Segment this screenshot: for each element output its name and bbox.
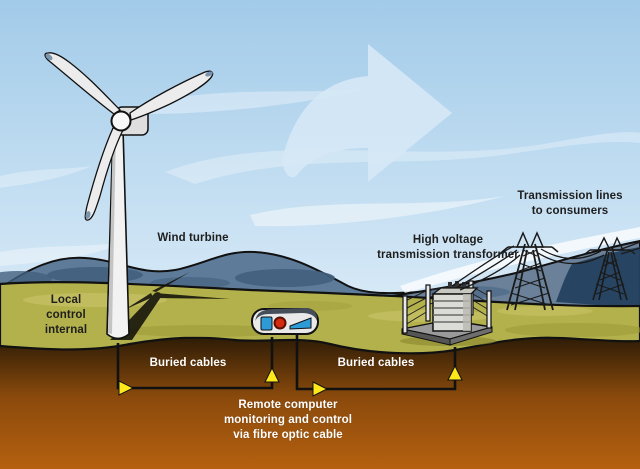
cable-arrow-up-2 — [447, 364, 463, 381]
cable-arrow-right-1 — [118, 380, 135, 396]
cable-arrow-up-1 — [264, 366, 280, 383]
wind-turbine-graphic — [44, 52, 214, 340]
label-transmission-lines: Transmission lines to consumers — [517, 190, 623, 217]
label-buried-cables-right: Buried cables — [337, 357, 415, 369]
label-buried-cables-left: Buried cables — [149, 357, 227, 369]
underground — [0, 337, 640, 469]
transmission-tower-1 — [501, 231, 559, 311]
cable-arrow-right-2 — [312, 381, 329, 397]
transmission-wires — [537, 241, 640, 265]
turbine-hub — [110, 110, 132, 132]
transformer-compound — [400, 280, 496, 346]
device-button — [273, 316, 287, 330]
turbine-blade-down — [84, 127, 124, 221]
label-remote-computer: Remote computer monitoring and control v… — [223, 399, 353, 441]
energy-flow-arrow — [282, 44, 452, 182]
buried-cable-left-run — [116, 337, 274, 390]
device-display — [260, 316, 273, 331]
power-lines-feed — [451, 245, 521, 291]
label-high-voltage-transformer: High voltage transmission transformer — [377, 234, 519, 261]
turbine-blade-upleft — [44, 52, 122, 115]
turbine-blade-upright — [129, 70, 214, 121]
device-indicator — [289, 317, 312, 330]
label-wind-turbine: Wind turbine — [157, 232, 229, 244]
remote-computer-device — [251, 308, 319, 335]
transformer-unit — [431, 281, 479, 332]
cloud-streaks — [0, 88, 640, 266]
transmission-tower-2 — [584, 236, 636, 301]
cable-direction-arrows — [118, 364, 463, 397]
label-local-control: Local control internal — [44, 294, 88, 336]
